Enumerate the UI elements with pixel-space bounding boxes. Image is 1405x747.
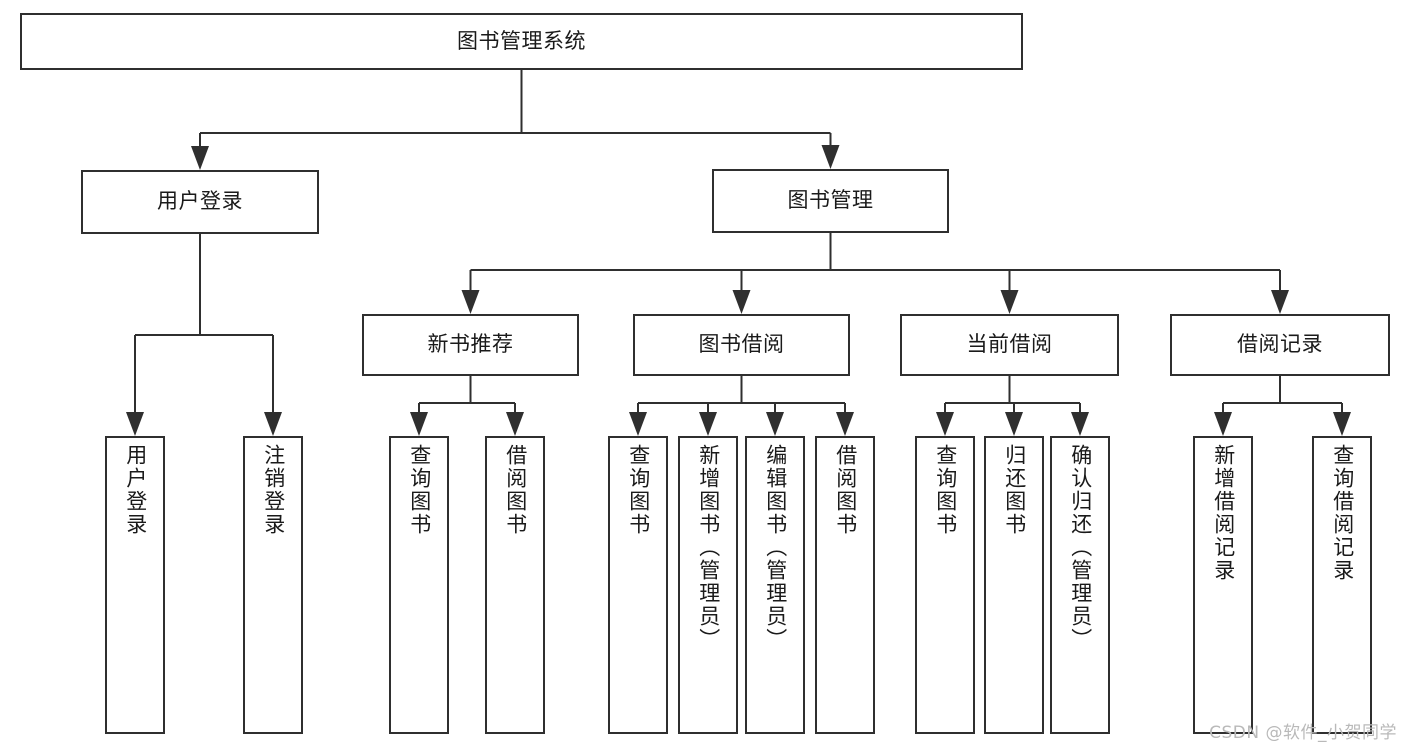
node-label: 新增借阅记录 [1211, 444, 1236, 582]
node-label: 注销登录 [261, 444, 286, 536]
node-label: 用户登录 [157, 189, 243, 214]
leaf-add-borrowing-record[interactable]: 新增借阅记录 [1193, 436, 1253, 734]
node-label: 借阅图书 [833, 444, 858, 536]
node-label: 新书推荐 [427, 332, 514, 357]
leaf-query-book-borrowing[interactable]: 查询图书 [608, 436, 668, 734]
node-label: 借阅图书 [503, 444, 528, 536]
node-label: 借阅记录 [1237, 332, 1323, 357]
node-label: 归还图书 [1002, 444, 1027, 536]
node-label: 图书管理系统 [457, 28, 586, 53]
node-current-borrowing[interactable]: 当前借阅 [900, 314, 1119, 376]
node-root-book-management-system[interactable]: 图书管理系统 [20, 13, 1023, 70]
node-label: 查询借阅记录 [1330, 444, 1355, 582]
leaf-query-book-recommendation[interactable]: 查询图书 [389, 436, 449, 734]
node-borrowing-record[interactable]: 借阅记录 [1170, 314, 1390, 376]
node-label: 查询图书 [407, 444, 432, 536]
leaf-user-login[interactable]: 用户登录 [105, 436, 165, 734]
leaf-add-book-admin[interactable]: 新增图书（管理员） [678, 436, 738, 734]
node-book-management[interactable]: 图书管理 [712, 169, 949, 233]
leaf-query-book-current[interactable]: 查询图书 [915, 436, 975, 734]
node-new-book-recommendation[interactable]: 新书推荐 [362, 314, 579, 376]
leaf-borrow-book-borrowing[interactable]: 借阅图书 [815, 436, 875, 734]
node-label: 查询图书 [933, 444, 958, 536]
leaf-edit-book-admin[interactable]: 编辑图书（管理员） [745, 436, 805, 734]
leaf-logout[interactable]: 注销登录 [243, 436, 303, 734]
node-user-login[interactable]: 用户登录 [81, 170, 319, 234]
node-label: 查询图书 [626, 444, 651, 536]
leaf-return-book[interactable]: 归还图书 [984, 436, 1044, 734]
leaf-borrow-book-recommendation[interactable]: 借阅图书 [485, 436, 545, 734]
node-label: 新增图书（管理员） [696, 444, 721, 651]
node-label: 图书管理 [787, 188, 874, 213]
leaf-confirm-return-admin[interactable]: 确认归还（管理员） [1050, 436, 1110, 734]
node-label: 图书借阅 [698, 332, 785, 357]
node-label: 编辑图书（管理员） [763, 444, 788, 651]
leaf-query-borrowing-record[interactable]: 查询借阅记录 [1312, 436, 1372, 734]
watermark: CSDN @软件_小贺同学 [1209, 723, 1397, 743]
node-label: 当前借阅 [966, 332, 1053, 357]
node-book-borrowing[interactable]: 图书借阅 [633, 314, 850, 376]
node-label: 确认归还（管理员） [1068, 444, 1093, 651]
node-label: 用户登录 [123, 444, 148, 536]
